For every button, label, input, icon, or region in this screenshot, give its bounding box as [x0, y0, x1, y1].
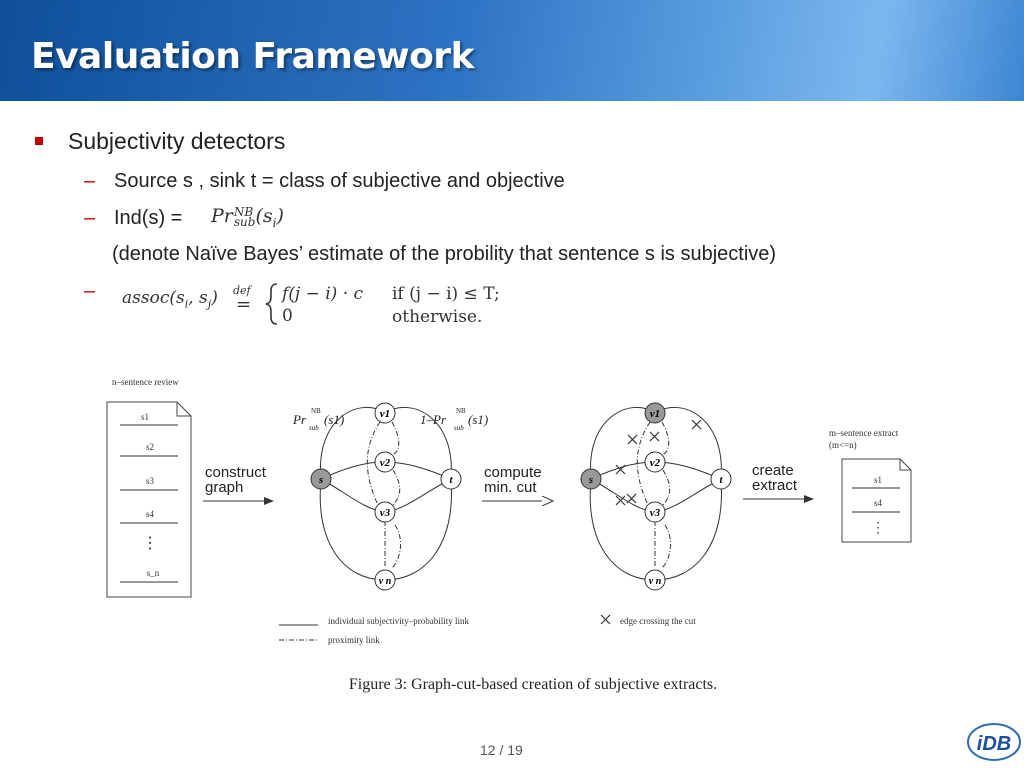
graph-after-cut: s t v1 v2 v3 v n — [580, 402, 732, 591]
node-vn: v n — [649, 576, 662, 587]
svg-text:iDB: iDB — [977, 733, 1011, 755]
extract-sentence: s4 — [874, 498, 883, 508]
slide-title: Evaluation Framework — [31, 36, 475, 77]
brace-icon — [265, 283, 278, 325]
pr-left-arg: (s1) — [324, 412, 344, 427]
assoc-case1-cond: if (j − i) ≤ T; — [392, 284, 500, 304]
review-sentence: s1 — [141, 412, 149, 422]
ind-note: (denote Naïve Bayes’ estimate of the pro… — [112, 243, 777, 265]
review-document — [106, 401, 192, 598]
assoc-formula-lhs: assoc(si, sj) — [122, 288, 218, 311]
extract-sentence: s1 — [874, 475, 882, 485]
node-s: s — [318, 474, 323, 486]
legend-cross-label: edge crossing the cut — [620, 616, 696, 626]
pr-right-sub: sub — [454, 424, 464, 432]
title-bar — [0, 0, 1024, 101]
node-v2: v2 — [650, 457, 661, 469]
pr-left-sub: sub — [309, 424, 319, 432]
review-sentence: s2 — [146, 442, 154, 452]
node-s: s — [588, 474, 593, 486]
arrow-label: compute — [484, 464, 542, 481]
assoc-case2-cond: otherwise. — [392, 307, 483, 327]
pr-right-arg: (s1) — [468, 412, 488, 427]
bullet-square-icon — [35, 137, 43, 145]
graph-before-cut: s t v1 v2 v3 v n — [310, 402, 462, 591]
node-v1: v1 — [380, 408, 390, 420]
node-v2: v2 — [380, 457, 391, 469]
pr-left-sup: NB — [311, 407, 321, 415]
sub-bullet-ind-label: Ind(s) = — [114, 207, 183, 229]
arrow-label: extract — [752, 477, 798, 494]
node-v3: v3 — [650, 507, 661, 519]
assoc-case2-expr: 0 — [282, 306, 293, 326]
review-sentence: s3 — [146, 476, 155, 486]
pr-left-label: Pr — [292, 412, 307, 427]
arrow-label: create — [752, 462, 794, 479]
arrow-label: min. cut — [484, 479, 537, 496]
def-equals: = — [236, 294, 252, 315]
node-t: t — [449, 474, 453, 486]
ellipsis-icon: ⋮ — [871, 521, 885, 536]
bullet-subjectivity-detectors: Subjectivity detectors — [68, 128, 286, 154]
graph-cut-figure: n–sentence review s1 s2 s3 s4 ⋮ s_n cons… — [106, 377, 912, 693]
node-vn: v n — [379, 576, 392, 587]
extract-label-sub: (m<=n) — [829, 440, 857, 450]
legend-cross-icon — [600, 614, 611, 625]
arrow-label: construct — [205, 464, 267, 481]
review-sentence: s_n — [147, 568, 160, 578]
dash-icon: – — [84, 280, 96, 302]
arrow-label: graph — [205, 479, 243, 496]
ellipsis-icon: ⋮ — [142, 535, 158, 552]
sub-bullet-source-sink: Source s , sink t = class of subjective … — [114, 170, 565, 192]
pr-right-sup: NB — [456, 407, 466, 415]
node-t: t — [719, 474, 723, 486]
extract-document — [841, 458, 912, 543]
node-v3: v3 — [380, 507, 391, 519]
dash-icon: – — [84, 207, 96, 229]
cut-cross-icons — [615, 419, 702, 506]
pr-right-label: 1–Pr — [420, 412, 447, 427]
dash-icon: – — [84, 170, 96, 192]
review-sentence: s4 — [146, 509, 155, 519]
legend-solid-label: individual subjectivity–probability link — [328, 616, 469, 626]
node-v1: v1 — [650, 408, 660, 420]
extract-label: m–sentence extract — [829, 428, 899, 438]
page-number: 12 / 19 — [480, 742, 523, 758]
legend-dashed-label: proximity link — [328, 635, 380, 645]
figure-caption: Figure 3: Graph-cut-based creation of su… — [349, 676, 717, 693]
idb-logo: iDB — [967, 723, 1021, 761]
def-label: def — [233, 284, 251, 297]
review-label: n–sentence review — [112, 377, 179, 387]
assoc-case1-expr: f(j − i) · c — [282, 284, 364, 304]
